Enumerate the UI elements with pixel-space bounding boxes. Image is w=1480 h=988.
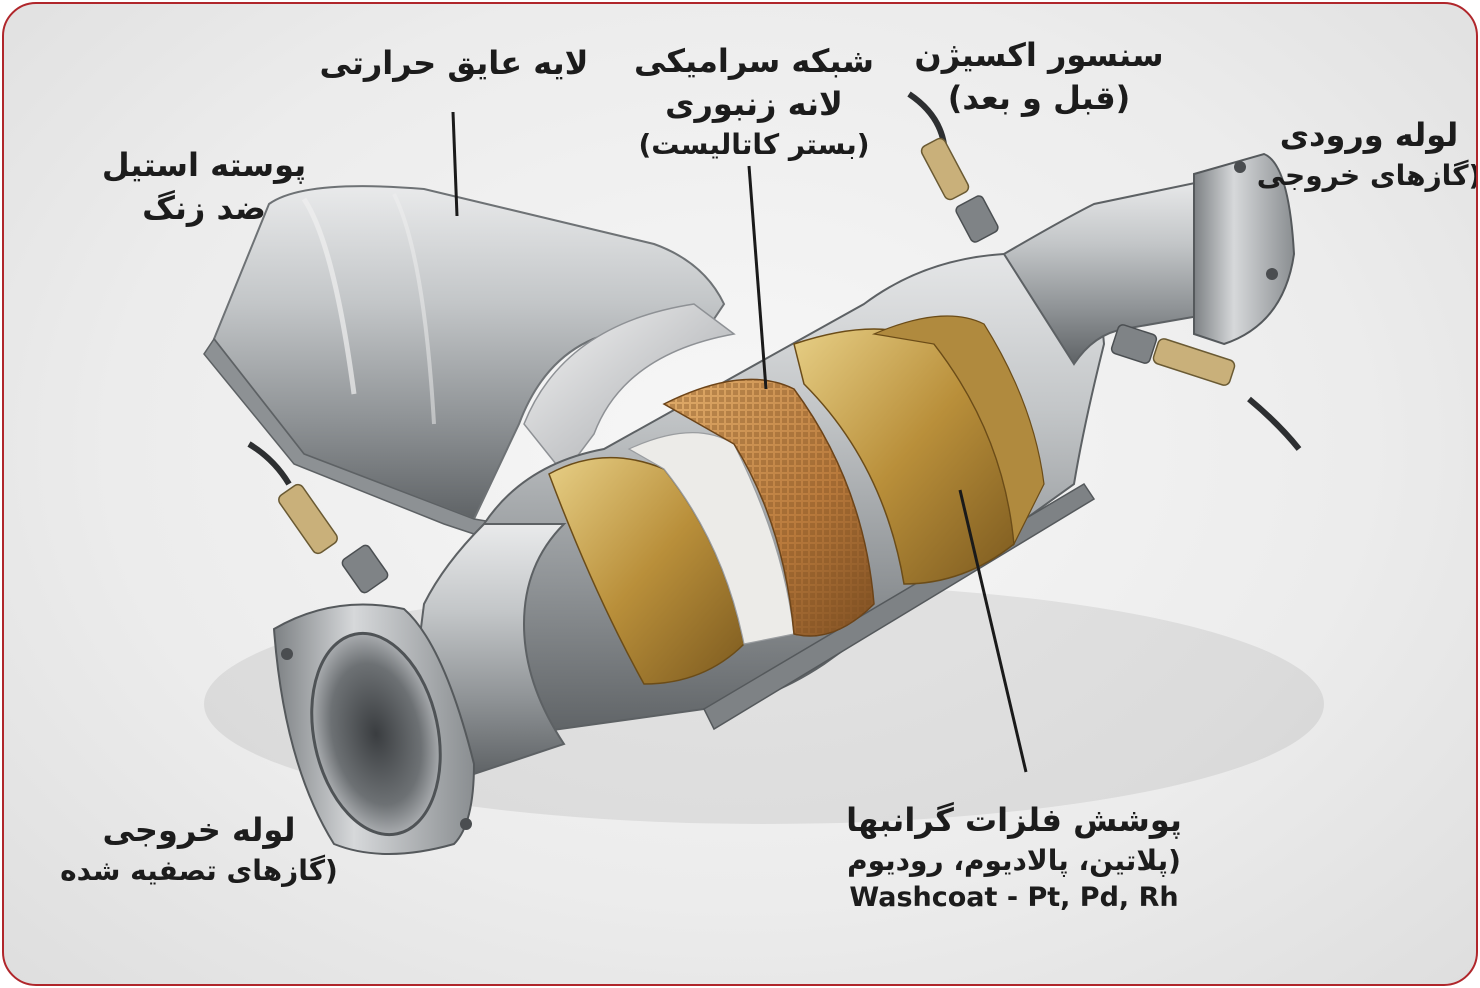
ceramic-honeycomb: [662, 378, 875, 637]
oxygen-sensor-icon: [1110, 324, 1302, 451]
label-washcoat-line1: پوشش فلزات گرانبها: [846, 801, 1182, 839]
label-outlet-pipe: لوله خروجی (گازهای تصفیه شده: [44, 809, 354, 890]
label-inlet-line2: (گازهای خروجی: [1256, 159, 1478, 193]
oxygen-sensor-icon: [907, 91, 999, 243]
label-shell-line1: پوسته استیل: [101, 146, 307, 184]
catalytic-converter-illustration: [203, 91, 1324, 855]
leader-lines: [451, 111, 1028, 773]
label-ceramic-line1: شبکه سرامیکی: [634, 42, 874, 80]
label-ceramic-line2: لانه زنبوری: [665, 85, 843, 124]
label-insulation-line1: لایه عایق حرارتی: [319, 44, 589, 82]
label-steel-shell: پوسته استیل ضد زنگ: [84, 144, 324, 230]
oxygen-sensor-icon: [247, 441, 389, 594]
label-ceramic-honeycomb: شبکه سرامیکی لانه زنبوری (بستر کاتالیست): [604, 40, 904, 164]
label-sensor-line2: (قبل و بعد): [947, 79, 1131, 118]
label-inlet-line1: لوله ورودی: [1279, 116, 1459, 154]
label-inlet-pipe: لوله ورودی (گازهای خروجی: [1254, 114, 1478, 195]
label-washcoat: پوشش فلزات گرانبها (پلاتین، پالادیوم، رو…: [834, 799, 1194, 916]
label-ceramic-line3: (بستر کاتالیست): [638, 128, 870, 162]
label-outlet-line1: لوله خروجی: [102, 811, 296, 849]
label-sensor-line1: سنسور اکسیژن: [914, 36, 1164, 74]
washcoat-brick-front: [548, 432, 795, 685]
label-outlet-line2: (گازهای تصفیه شده: [60, 854, 338, 888]
label-washcoat-line3: Washcoat - Pt, Pd, Rh: [849, 881, 1179, 913]
label-washcoat-line2: (پلاتین، پالادیوم، رودیوم: [847, 844, 1181, 878]
label-oxygen-sensor: سنسور اکسیژن (قبل و بعد): [904, 34, 1174, 120]
label-insulation-layer: لایه عایق حرارتی: [304, 42, 604, 85]
label-shell-line2: ضد زنگ: [142, 189, 266, 228]
washcoat-brick-rear: [793, 315, 1045, 585]
